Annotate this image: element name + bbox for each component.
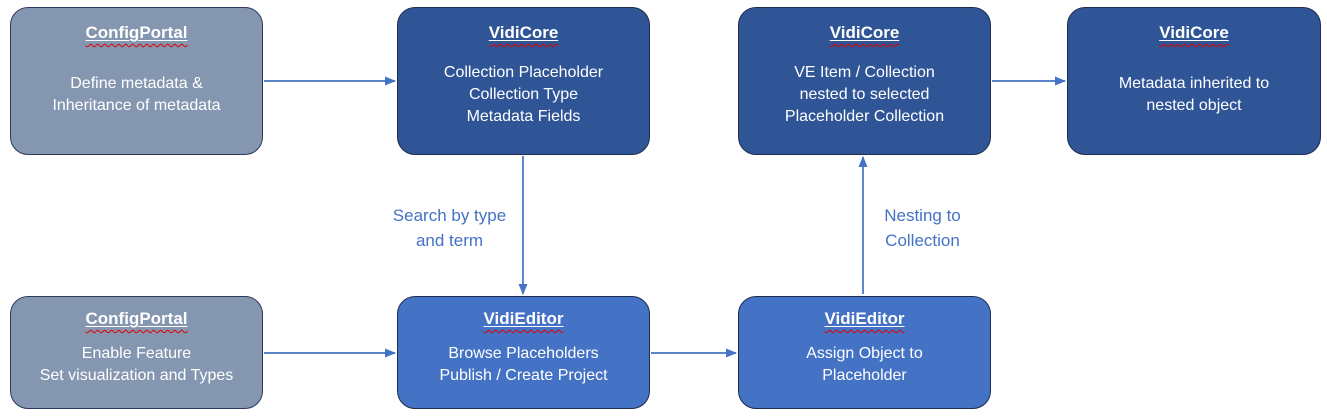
- edge-label-line: and term: [415, 231, 484, 250]
- node-body-line: Collection Placeholder: [443, 63, 604, 81]
- node-title: VidiCore: [488, 23, 559, 42]
- node-body: Browse Placeholders Publish / Create Pro…: [398, 329, 649, 408]
- node-body-line: Metadata inherited to: [1118, 74, 1270, 92]
- node-body-line: Define metadata &: [70, 74, 203, 92]
- node-body: VE Item / Collection nested to selected …: [739, 43, 990, 154]
- node-body-line: Publish / Create Project: [439, 366, 608, 384]
- node-body-line: Placeholder: [822, 366, 907, 384]
- node-title: ConfigPortal: [85, 23, 188, 42]
- node-body: Define metadata & Inheritance of metadat…: [11, 43, 262, 154]
- node-vidieditor-browse-placeholders: VidiEditor Browse Placeholders Publish /…: [397, 296, 650, 409]
- node-vidicore-collection-placeholder: VidiCore Collection Placeholder Collecti…: [397, 7, 650, 155]
- node-title: ConfigPortal: [85, 309, 188, 328]
- node-body-line: Enable Feature: [81, 344, 192, 362]
- node-body: Enable Feature Set visualization and Typ…: [11, 329, 262, 408]
- node-configportal-define-metadata: ConfigPortal Define metadata & Inheritan…: [10, 7, 263, 155]
- node-body-line: Set visualization and Types: [39, 366, 234, 384]
- node-configportal-enable-feature: ConfigPortal Enable Feature Set visualiz…: [10, 296, 263, 409]
- node-vidieditor-assign-object: VidiEditor Assign Object to Placeholder: [738, 296, 991, 409]
- edge-label-line: Search by type: [392, 206, 507, 225]
- node-title: VidiCore: [829, 23, 900, 42]
- node-body-line: Collection Type: [468, 85, 579, 103]
- node-body-line: VE Item / Collection: [794, 63, 935, 81]
- edge-label-line: Collection: [885, 231, 960, 250]
- node-title: VidiEditor: [824, 309, 905, 328]
- node-title: VidiEditor: [483, 309, 564, 328]
- edge-label-search-by-type: Search by type and term: [382, 203, 517, 253]
- node-body: Assign Object to Placeholder: [739, 329, 990, 408]
- node-body-line: Placeholder Collection: [784, 107, 945, 125]
- node-body-line: Assign Object to: [806, 344, 923, 362]
- node-body: Collection Placeholder Collection Type M…: [398, 43, 649, 154]
- edge-label-nesting-to-collection: Nesting to Collection: [870, 203, 975, 253]
- node-body-line: Browse Placeholders: [448, 344, 599, 362]
- node-title: VidiCore: [1159, 23, 1229, 42]
- node-vidicore-metadata-inherited: VidiCore Metadata inherited to nested ob…: [1067, 7, 1321, 155]
- node-body-line: nested to selected: [799, 85, 930, 103]
- node-body-line: Inheritance of metadata: [52, 96, 221, 114]
- node-body-line: nested object: [1146, 96, 1242, 114]
- node-body: Metadata inherited to nested object: [1068, 43, 1320, 154]
- node-vidicore-nested-to-placeholder: VidiCore VE Item / Collection nested to …: [738, 7, 991, 155]
- node-body-line: Metadata Fields: [466, 107, 581, 125]
- edge-label-line: Nesting to: [884, 206, 961, 225]
